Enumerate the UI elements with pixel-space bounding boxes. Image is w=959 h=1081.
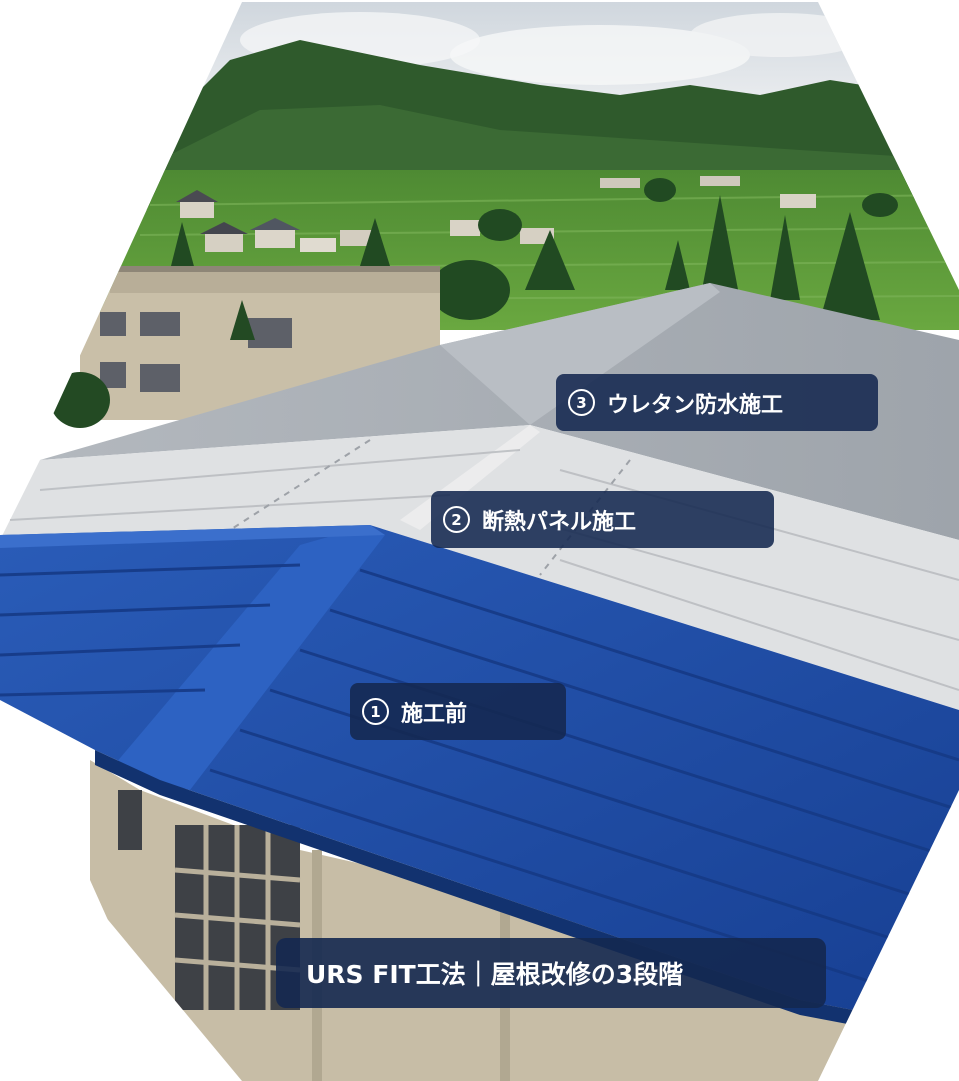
stage-2-label: 2 断熱パネル施工 (431, 491, 774, 548)
stage-3-text: ウレタン防水施工 (607, 392, 784, 418)
stage-2-number-badge: 2 (443, 506, 470, 533)
stage-1-number-badge: 1 (362, 698, 389, 725)
stage-2-text: 断熱パネル施工 (482, 509, 637, 535)
stage-1-label: 1 施工前 (350, 683, 566, 740)
urethane-waterproof-roof (40, 283, 959, 540)
method-caption: URS FIT工法｜屋根改修の3段階 (276, 938, 826, 1008)
stage-3-label: 3 ウレタン防水施工 (556, 374, 878, 431)
stage-1-text: 施工前 (401, 701, 468, 727)
stage-3-number-badge: 3 (568, 389, 595, 416)
village-houses (176, 176, 816, 252)
